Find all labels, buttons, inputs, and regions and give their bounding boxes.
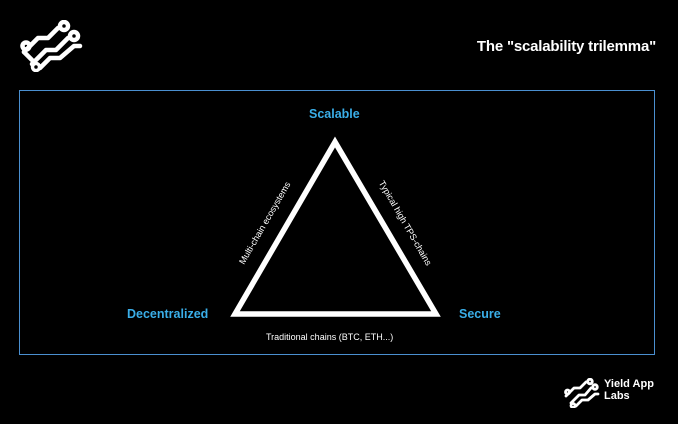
brand-line-2: Labs [604,390,630,402]
vertex-label-scalable: Scalable [309,107,360,121]
brand-mark: Yield App Labs [563,375,663,411]
brand-line-1: Yield App [604,378,654,390]
diagram-frame [19,90,655,355]
brand-logo-icon [564,378,600,408]
circuit-logo-icon [20,20,83,72]
vertex-label-secure: Secure [459,307,501,321]
page-title: The "scalability trilemma" [476,38,656,55]
triangle-shape [230,136,441,317]
brand-name: Yield App Labs [604,378,664,402]
edge-label-traditional: Traditional chains (BTC, ETH...) [266,332,394,342]
vertex-label-decentralized: Decentralized [127,307,209,321]
